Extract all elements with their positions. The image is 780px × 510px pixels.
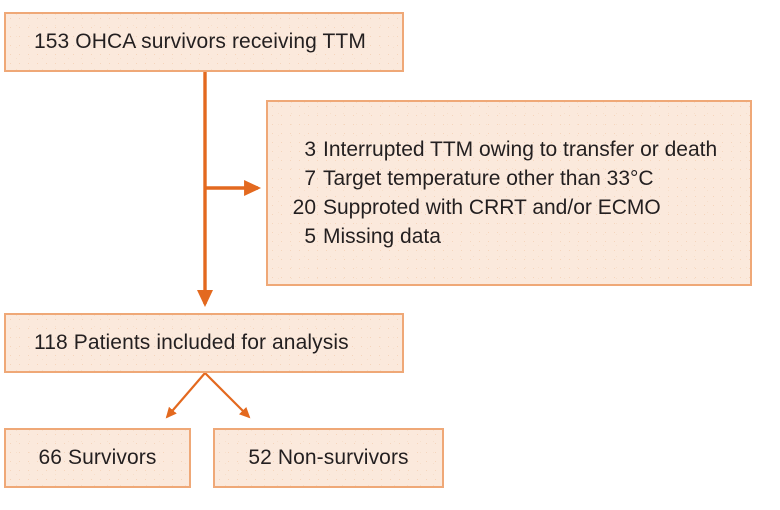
node-enrolled: 153 OHCA survivors receiving TTM [4, 12, 404, 72]
excluded-reason-text: Missing data [323, 224, 441, 248]
excluded-reason-text: Target temperature other than 33°C [323, 166, 654, 190]
node-excluded: 3 Interrupted TTM owing to transfer or d… [266, 100, 752, 286]
node-enrolled-label: 153 OHCA survivors receiving TTM [34, 30, 366, 53]
excluded-reason-list: 3 Interrupted TTM owing to transfer or d… [282, 138, 750, 249]
excluded-reason-text: Supproted with CRRT and/or ECMO [323, 195, 661, 219]
excluded-reason-text: Interrupted TTM owing to transfer or dea… [323, 137, 718, 161]
node-survivors-label: 66 Survivors [38, 446, 157, 469]
excluded-reason-count: 5 [304, 224, 316, 248]
connector-included-to-non-survivors [204, 372, 251, 419]
node-included: 118 Patients included for analysis [4, 313, 404, 373]
node-included-label: 118 Patients included for analysis [34, 331, 349, 354]
node-non-survivors: 52 Non-survivors [213, 428, 444, 488]
node-survivors: 66 Survivors [4, 428, 191, 488]
excluded-reason-item: 20 Supproted with CRRT and/or ECMO [282, 196, 750, 220]
excluded-reason-item: 3 Interrupted TTM owing to transfer or d… [282, 138, 750, 162]
connector-included-to-survivors [165, 372, 206, 419]
excluded-reason-count: 3 [304, 137, 316, 161]
excluded-reason-item: 5 Missing data [282, 225, 750, 249]
excluded-reason-count: 7 [304, 166, 316, 190]
excluded-reason-count: 20 [292, 195, 316, 219]
node-non-survivors-label: 52 Non-survivors [248, 446, 409, 469]
excluded-reason-item: 7 Target temperature other than 33°C [282, 167, 750, 191]
